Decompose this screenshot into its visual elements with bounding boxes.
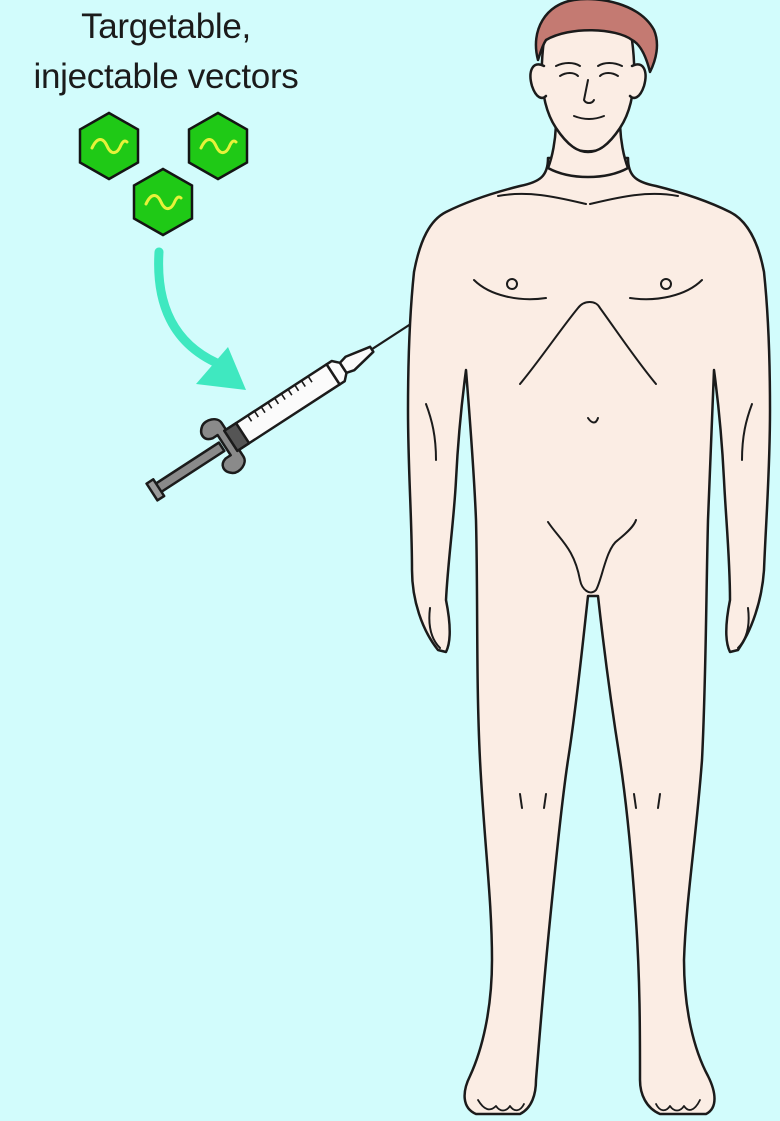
syringe-icon — [136, 284, 450, 517]
hexagon-vector-icon — [134, 169, 192, 235]
human-figure-icon — [408, 0, 770, 1114]
hexagon-vector-icon — [80, 113, 138, 179]
vector-particles — [80, 113, 247, 235]
hexagon-vector-icon — [189, 113, 247, 179]
curved-arrow-icon — [159, 252, 246, 390]
